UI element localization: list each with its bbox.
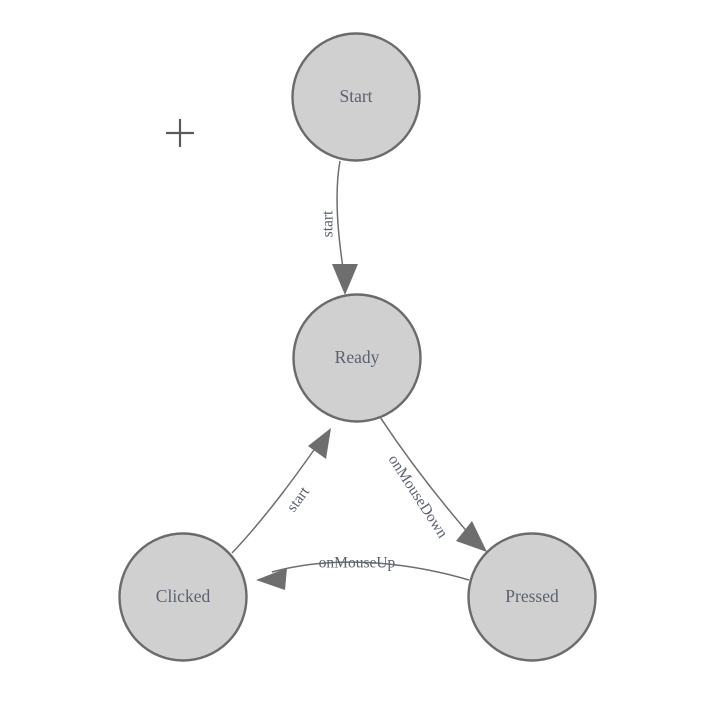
edge-line[interactable] xyxy=(231,439,322,554)
edge-clicked-to-ready[interactable]: start xyxy=(231,428,331,554)
marker-layer xyxy=(166,119,194,147)
plus-crosshair-marker[interactable] xyxy=(166,119,194,147)
node-label: Clicked xyxy=(156,586,211,606)
arrowhead-icon xyxy=(308,428,331,459)
edge-ready-to-pressed[interactable]: onMouseDown xyxy=(379,416,487,552)
node-circle[interactable] xyxy=(118,532,248,662)
node-clicked[interactable]: Clicked xyxy=(118,532,248,662)
edge-label[interactable]: start xyxy=(284,483,314,515)
node-pressed[interactable]: Pressed xyxy=(467,532,597,662)
node-label: Ready xyxy=(335,347,380,367)
edge-line[interactable] xyxy=(336,160,346,282)
arrowhead-icon xyxy=(456,521,487,552)
arrowhead-icon xyxy=(256,568,287,590)
node-start[interactable]: Start xyxy=(291,32,421,162)
arrowhead-icon xyxy=(332,264,358,295)
edge-label[interactable]: start xyxy=(320,210,337,237)
node-label: Start xyxy=(339,86,372,106)
edge-start-to-ready[interactable]: start xyxy=(320,160,358,295)
node-ready[interactable]: Ready xyxy=(292,293,422,423)
edge-pressed-to-clicked[interactable]: onMouseUp xyxy=(256,555,470,590)
edge-label[interactable]: onMouseDown xyxy=(385,452,451,542)
node-circle[interactable] xyxy=(291,32,421,162)
node-circle[interactable] xyxy=(467,532,597,662)
edge-line[interactable] xyxy=(271,561,470,581)
edge-label[interactable]: onMouseUp xyxy=(319,555,396,572)
node-circle[interactable] xyxy=(292,293,422,423)
node-label: Pressed xyxy=(505,586,559,606)
